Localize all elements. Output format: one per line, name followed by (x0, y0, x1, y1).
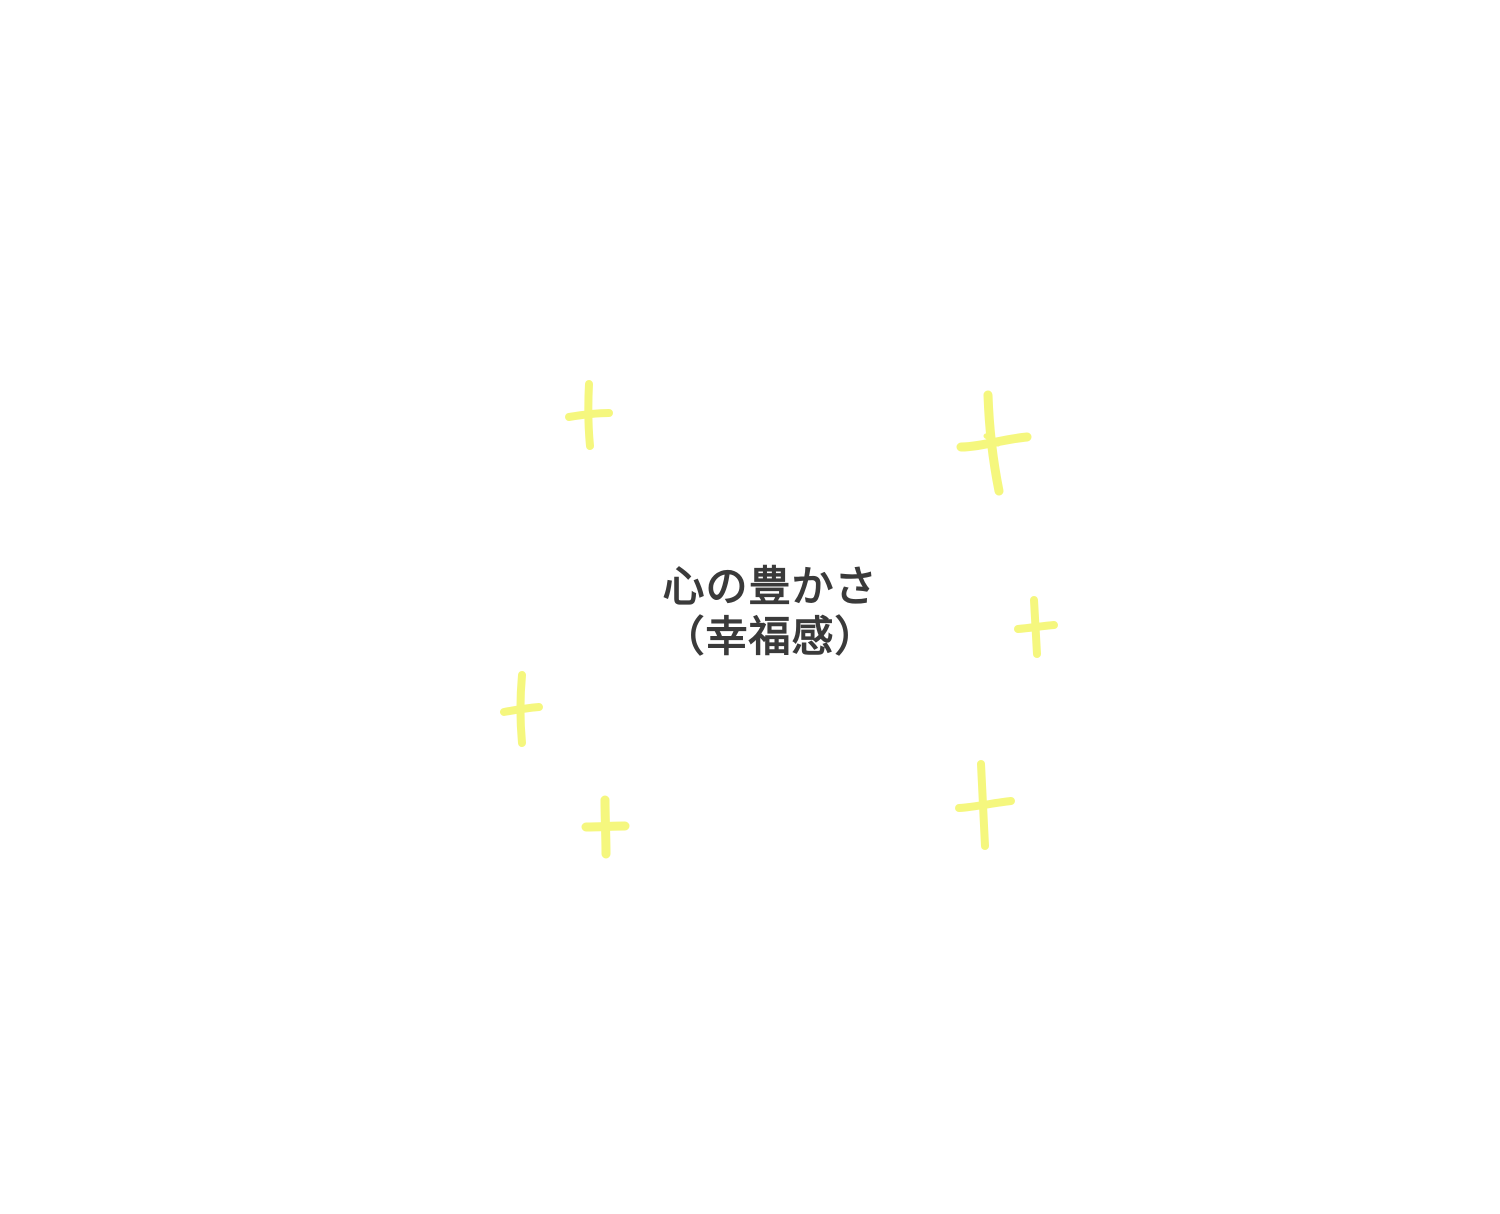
headline-line-1: 心の豊かさ (662, 562, 878, 611)
headline-line-2: （幸福感） (662, 612, 878, 661)
sparkle-icon (500, 671, 543, 747)
sparkle-icon (955, 760, 1015, 850)
sparkle-icon (581, 795, 630, 859)
headline: 心の豊かさ （幸福感） (550, 562, 990, 662)
sparkle-icon (983, 433, 1001, 447)
sparkle-icon (1014, 596, 1058, 658)
sparkle-icon (565, 380, 613, 450)
